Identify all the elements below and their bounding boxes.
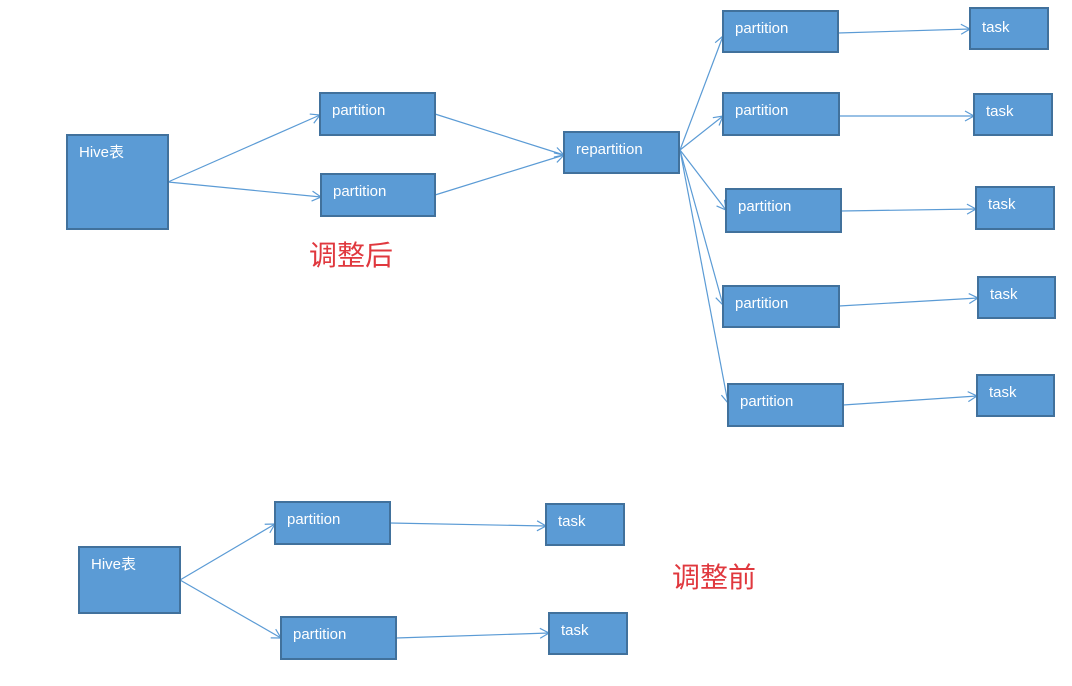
edge-after-partition-4-to-task-4 [838, 292, 980, 307]
after-hive-table-node: Hive表 [66, 134, 169, 230]
after-partition-node-2: partition [320, 173, 436, 217]
after-task-node-3: task [975, 186, 1055, 230]
edge-before-partition-2-to-task-2 [395, 627, 551, 639]
after-second-partition-node-2: partition [722, 92, 840, 136]
edge-before-partition-1-to-task-1 [389, 520, 548, 532]
after-partition-node-1: partition [319, 92, 436, 136]
after-second-partition-node-4: partition [722, 285, 840, 328]
edge-before-hive-to-partition-1 [179, 523, 277, 581]
before-task-node-1: task [545, 503, 625, 546]
edge-after-repartition-to-partition-2 [679, 115, 724, 151]
after-task-node-4: task [977, 276, 1056, 319]
before-partition-node-2: partition [280, 616, 397, 660]
repartition-node: repartition [563, 131, 680, 174]
after-second-partition-node-5: partition [727, 383, 844, 427]
edge-after-hive-to-partition-2 [167, 181, 323, 202]
after-task-node-1: task [969, 7, 1049, 50]
before-partition-node-1: partition [274, 501, 391, 545]
edge-after-partition-2-to-repartition [434, 152, 566, 196]
edge-after-repartition-to-partition-1 [679, 34, 726, 151]
after-task-node-5: task [976, 374, 1055, 417]
after-second-partition-node-1: partition [722, 10, 839, 53]
edge-after-repartition-to-partition-4 [679, 149, 726, 307]
before-hive-table-node: Hive表 [78, 546, 181, 614]
after-caption: 调整后 [309, 240, 394, 271]
edge-after-partition-1-to-repartition [434, 113, 566, 158]
edge-after-hive-to-partition-1 [167, 113, 322, 183]
before-caption: 调整前 [672, 562, 757, 593]
before-task-node-2: task [548, 612, 628, 655]
edge-after-partition-3-to-task-3 [840, 203, 978, 215]
edge-after-repartition-to-partition-5 [679, 149, 732, 405]
edge-after-repartition-to-partition-3 [679, 149, 727, 211]
after-second-partition-node-3: partition [725, 188, 842, 233]
edge-before-hive-to-partition-2 [179, 579, 283, 639]
edge-after-partition-1-to-task-1 [837, 23, 972, 35]
edge-after-partition-5-to-task-5 [842, 391, 979, 406]
after-task-node-2: task [973, 93, 1053, 136]
